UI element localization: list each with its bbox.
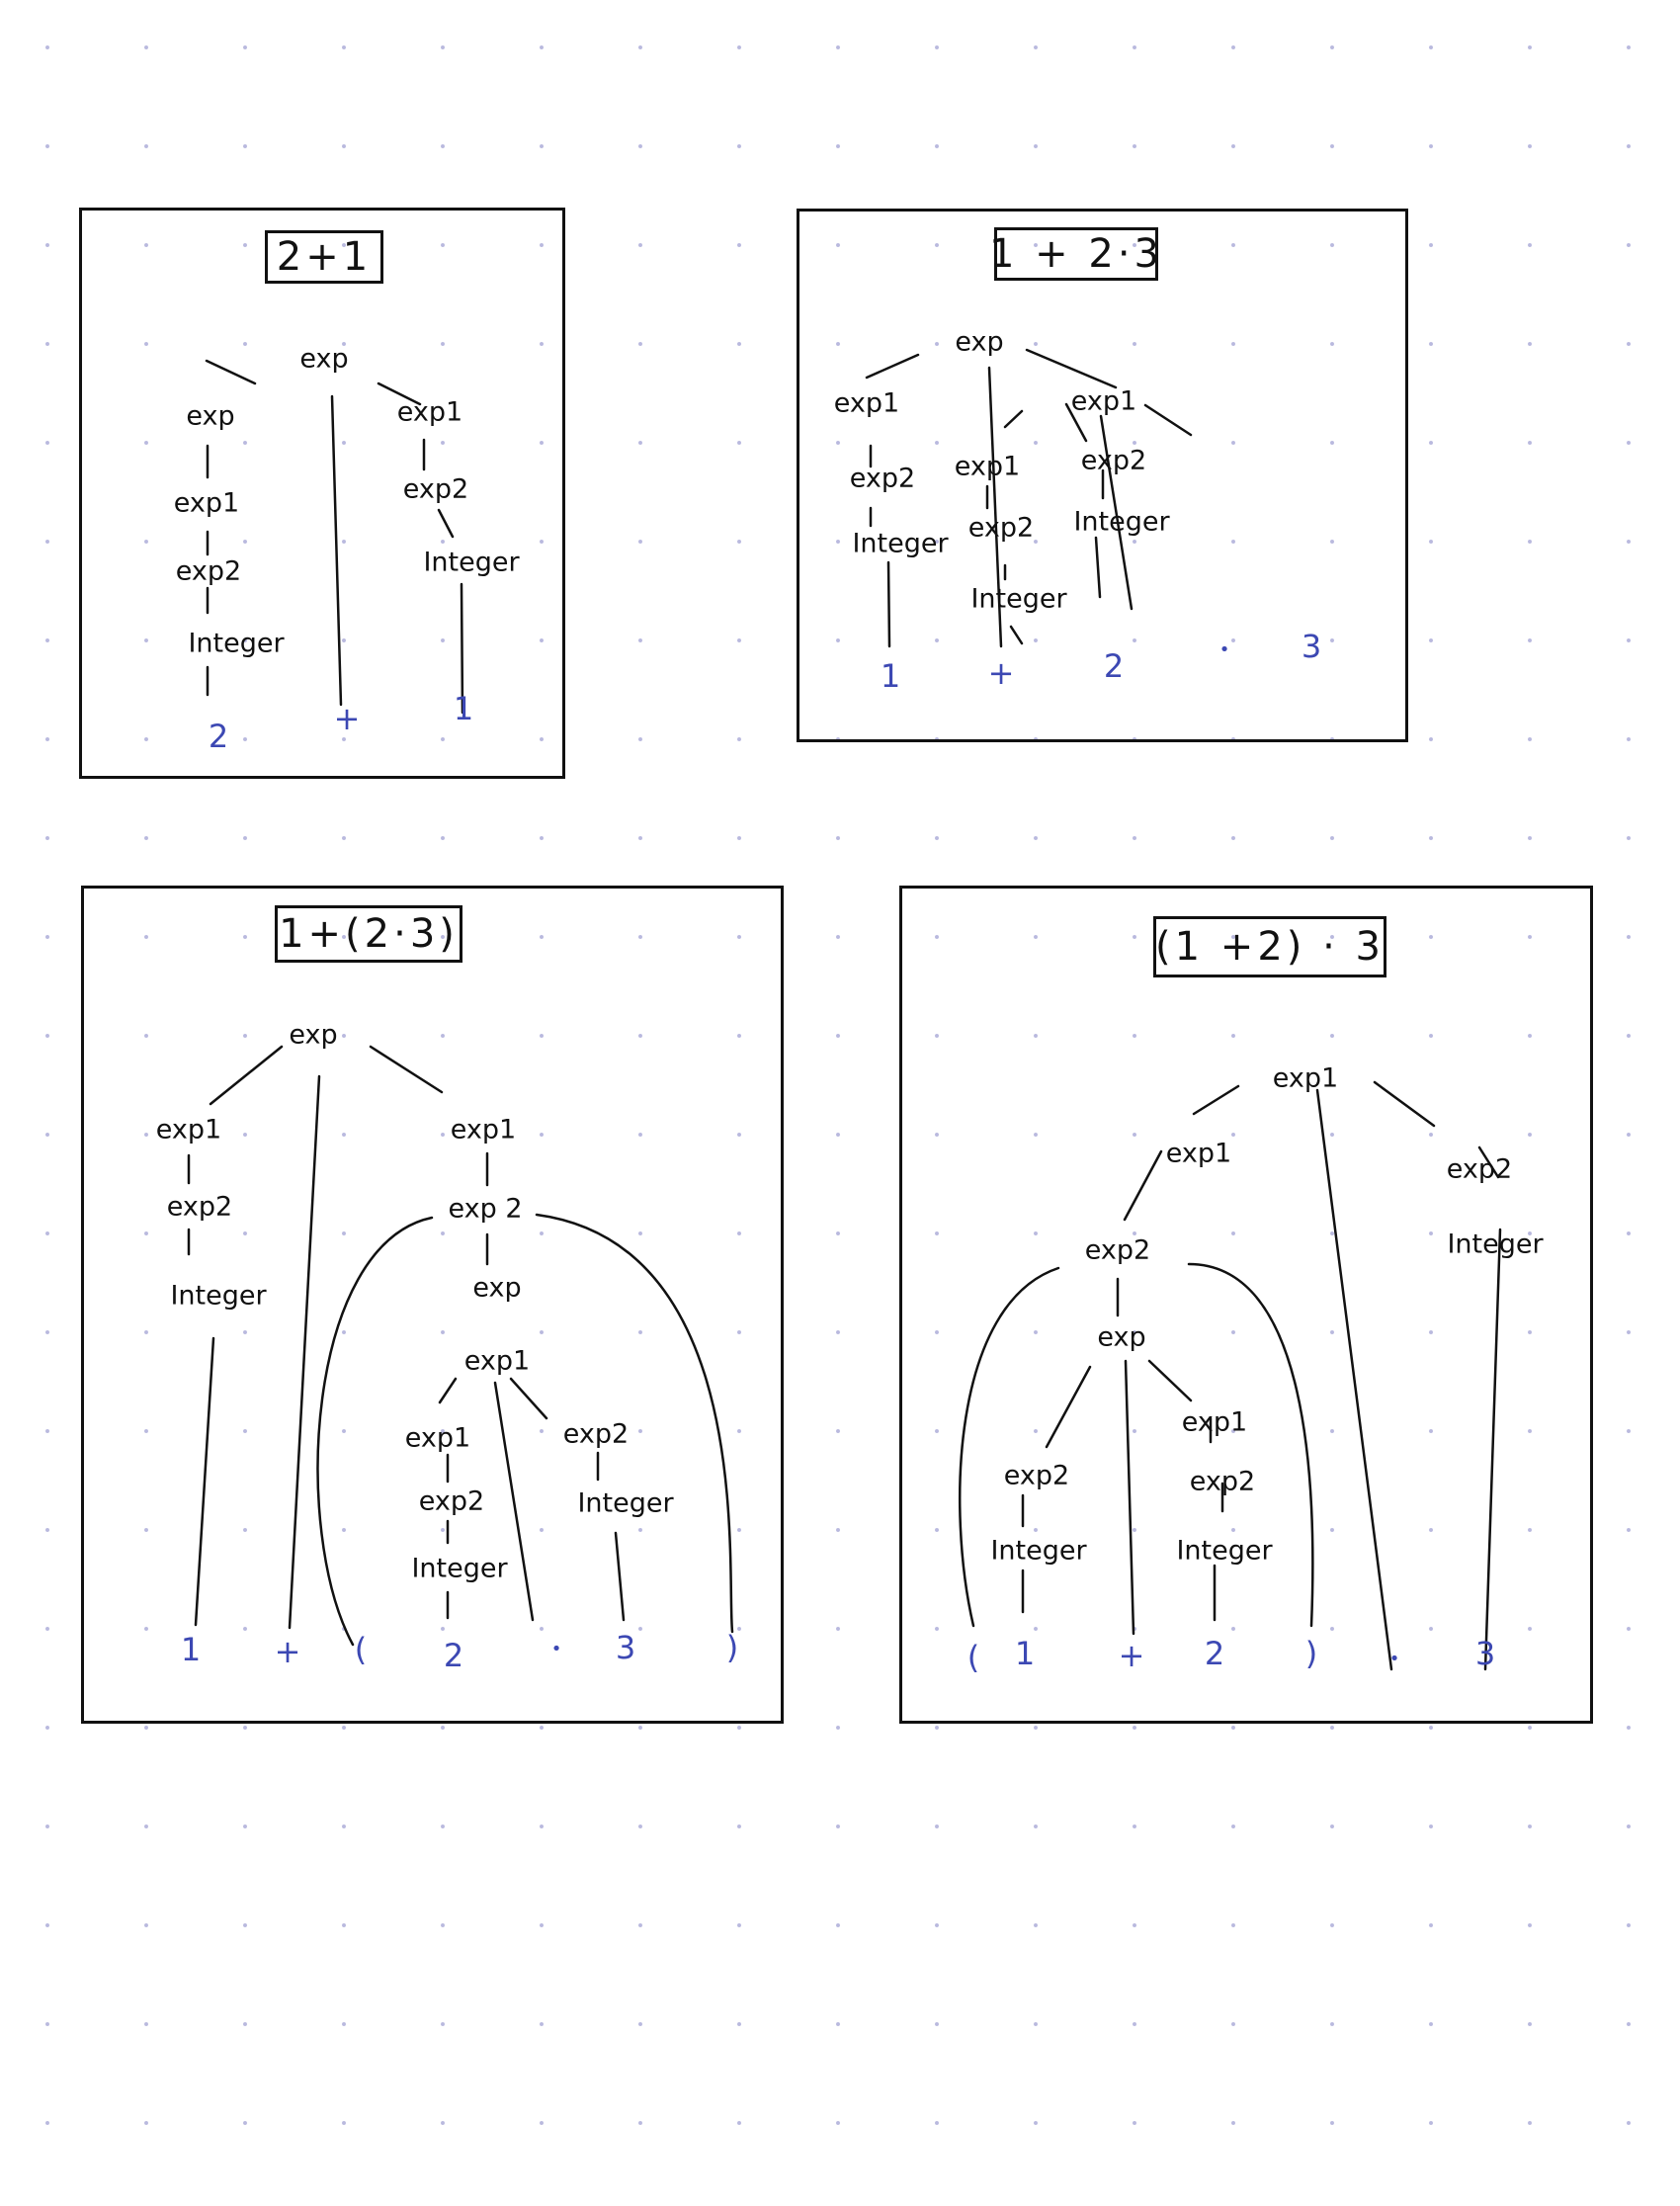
parse-tree-panel-2-plus-1: 2+1 exp exp exp1 exp2 Integer exp1 exp2 … <box>79 208 565 779</box>
token-1: 1 <box>880 657 901 695</box>
node-exp2-left: exp2 <box>175 555 242 587</box>
node-integer-left: Integer <box>188 628 285 659</box>
node-integer-b: Integer <box>1176 1535 1273 1567</box>
token-2: 2 <box>443 1637 464 1674</box>
node-integer-b: Integer <box>577 1487 674 1519</box>
node-exp1-left: exp1 <box>173 487 240 519</box>
token-3: 3 <box>615 1629 636 1666</box>
node-exp2-right: exp 2 <box>448 1193 523 1225</box>
token-2: 2 <box>1204 1635 1225 1672</box>
tree-edges <box>205 359 464 715</box>
parse-tree-panel-1-plus-paren-2-times-3: 1+(2·3) exp exp1 exp2 Integer exp1 exp 2… <box>81 886 784 1724</box>
expression-title: (1 +2) · 3 <box>1153 916 1386 977</box>
node-exp-root: exp <box>299 343 349 375</box>
node-exp1-right: exp1 <box>396 396 463 428</box>
node-exp2-a: exp2 <box>1003 1460 1070 1491</box>
node-integer-right: Integer <box>423 547 520 578</box>
parse-tree-panel-1-plus-2-times-3: 1 + 2·3 exp exp1 exp2 Integer exp1 exp1 … <box>797 209 1408 742</box>
token-3: 3 <box>1301 628 1322 665</box>
node-exp-inner: exp <box>1097 1321 1146 1353</box>
node-exp2-b: exp2 <box>1189 1466 1256 1497</box>
token-dot: • <box>550 1639 562 1659</box>
node-exp2-left: exp2 <box>1084 1234 1151 1266</box>
token-plus: + <box>1118 1637 1145 1674</box>
node-integer-middle: Integer <box>970 583 1067 615</box>
node-exp2-right: exp2 <box>1446 1153 1513 1185</box>
node-exp2-b: exp2 <box>562 1418 630 1450</box>
token-rparen: ) <box>1304 1635 1318 1672</box>
token-2: 2 <box>208 718 229 755</box>
node-exp1-b: exp1 <box>1181 1406 1248 1438</box>
node-integer-right: Integer <box>1447 1229 1544 1260</box>
node-exp-inner: exp <box>472 1272 522 1304</box>
node-exp: exp <box>186 400 235 432</box>
node-exp2-a: exp2 <box>418 1485 485 1517</box>
node-exp-root: exp <box>955 326 1004 358</box>
expression-title: 2+1 <box>265 230 383 284</box>
expression-title: 1 + 2·3 <box>989 227 1159 281</box>
node-exp1-right: exp1 <box>1070 385 1137 417</box>
node-exp1-left: exp1 <box>1165 1138 1232 1169</box>
node-exp2-left: exp2 <box>849 463 916 494</box>
token-dot: • <box>1218 639 1230 660</box>
node-integer-a: Integer <box>990 1535 1087 1567</box>
node-exp1-middle: exp1 <box>954 451 1021 482</box>
tree-edges <box>187 1045 734 1647</box>
node-exp2-middle: exp2 <box>967 512 1035 544</box>
node-exp1-inner: exp1 <box>463 1345 531 1377</box>
node-exp1-right: exp1 <box>450 1114 517 1145</box>
expression-title: 1+(2·3) <box>275 905 462 963</box>
token-lparen: ( <box>354 1631 368 1668</box>
token-plus: + <box>274 1633 301 1670</box>
token-lparen: ( <box>966 1639 980 1676</box>
node-exp2-left: exp2 <box>166 1191 233 1223</box>
token-1: 1 <box>1014 1635 1036 1672</box>
token-plus: + <box>987 654 1015 692</box>
token-plus: + <box>333 700 361 737</box>
node-exp1-left: exp1 <box>833 387 900 419</box>
parse-tree-panel-paren-1-plus-2-times-3: (1 +2) · 3 exp1 exp1 exp2 exp exp2 Integ… <box>899 886 1593 1724</box>
node-integer-left: Integer <box>852 528 949 559</box>
token-3: 3 <box>1474 1635 1496 1672</box>
tree-edges <box>958 1080 1502 1671</box>
token-2: 2 <box>1103 647 1125 685</box>
node-exp2-right: exp2 <box>402 473 469 505</box>
node-exp1-left: exp1 <box>155 1114 222 1145</box>
token-1: 1 <box>180 1631 202 1668</box>
token-dot: • <box>1388 1649 1400 1669</box>
node-integer-a: Integer <box>411 1553 508 1584</box>
node-exp1-root: exp1 <box>1272 1062 1339 1094</box>
node-integer-left: Integer <box>170 1280 267 1312</box>
node-exp-root: exp <box>289 1019 338 1051</box>
node-integer-right: Integer <box>1073 506 1170 538</box>
token-1: 1 <box>453 690 474 727</box>
token-rparen: ) <box>725 1629 739 1666</box>
node-exp1-a: exp1 <box>404 1422 471 1454</box>
tree-edges <box>865 348 1193 648</box>
node-exp2-right: exp2 <box>1080 445 1147 476</box>
